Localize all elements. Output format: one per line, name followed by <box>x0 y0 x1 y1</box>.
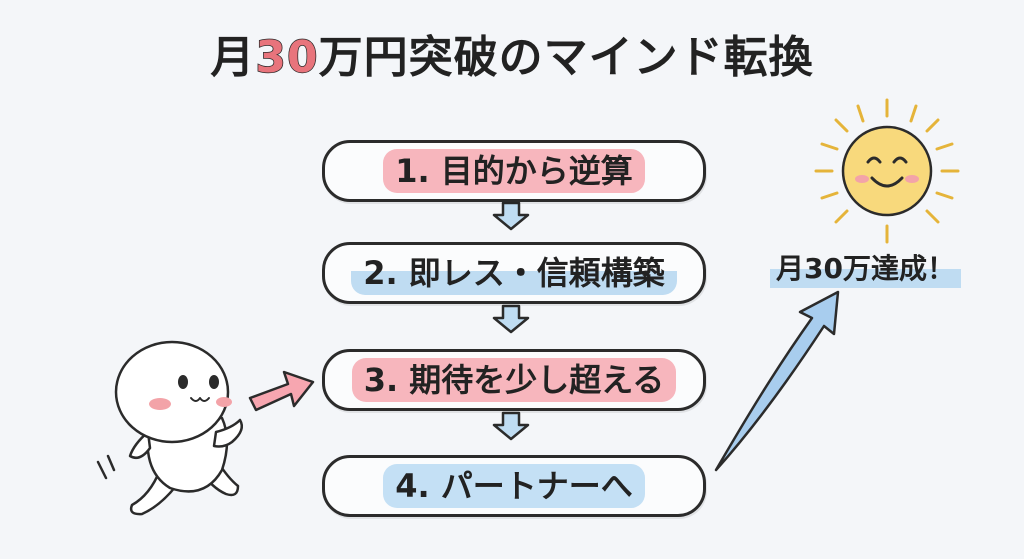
step-3-label: 3. 期待を少し超える <box>351 358 677 402</box>
running-blob-character <box>96 340 243 516</box>
step-2-box: 2. 即レス・信頼構築 <box>322 242 706 304</box>
step-1-label: 1. 目的から逆算 <box>383 149 645 193</box>
title-prefix: 月 <box>210 32 256 83</box>
down-arrow-icon <box>492 411 530 441</box>
smiling-sun-icon <box>814 98 960 244</box>
down-arrow-icon <box>492 304 530 334</box>
step-4-label: 4. パートナーへ <box>383 464 645 508</box>
page-title: 月30万円突破のマインド転換 <box>0 28 1024 88</box>
title-suffix: 万円突破のマインド転換 <box>318 32 814 83</box>
step-4-box: 4. パートナーへ <box>322 455 706 517</box>
blue-rising-arrow-icon <box>714 290 840 472</box>
goal-label: 月30万達成！ <box>770 250 961 288</box>
step-2-label: 2. 即レス・信頼構築 <box>351 251 677 295</box>
step-1-box: 1. 目的から逆算 <box>322 140 706 202</box>
down-arrow-icon <box>492 201 530 231</box>
step-3-box: 3. 期待を少し超える <box>322 349 706 411</box>
title-accent-number: 30 <box>255 31 319 84</box>
pink-arrow-icon <box>248 370 315 412</box>
